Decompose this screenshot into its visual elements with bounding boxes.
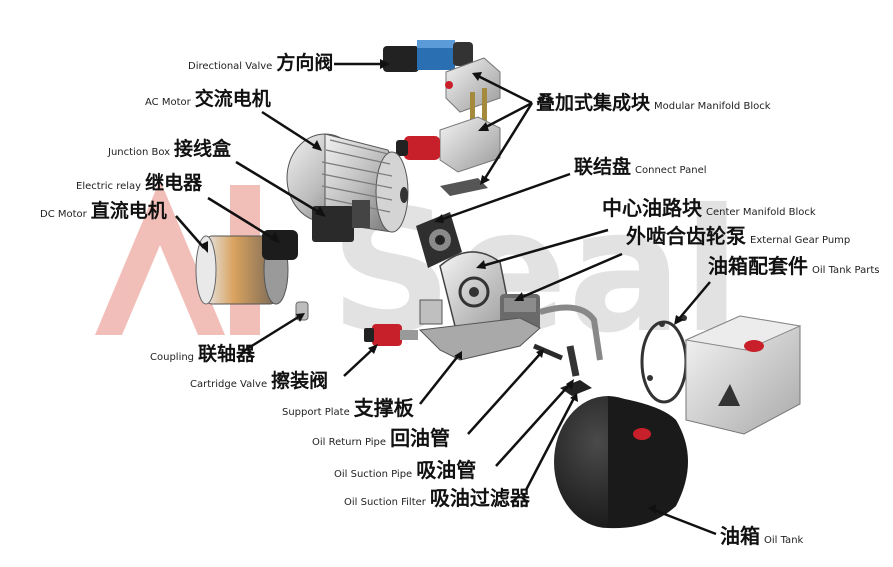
directional-valve-part bbox=[383, 40, 473, 72]
black-oil-tank-part bbox=[554, 396, 688, 529]
manifold-base-plate bbox=[440, 178, 488, 196]
ac-motor-part bbox=[286, 133, 409, 242]
arrow-heads bbox=[200, 59, 684, 514]
metal-oil-tank-part bbox=[684, 315, 802, 435]
cartridge-valve-part bbox=[364, 324, 418, 346]
oil-suction-pipe-part bbox=[566, 345, 580, 377]
support-plate-part bbox=[418, 317, 541, 361]
modular-manifold-block-upper bbox=[445, 57, 501, 130]
oil-return-pipe-part bbox=[533, 343, 563, 361]
connect-panel-part bbox=[416, 212, 462, 268]
oil-tank-parts-part bbox=[640, 315, 688, 404]
oil-suction-filter-part bbox=[560, 380, 592, 396]
center-manifold-block-part bbox=[419, 251, 511, 334]
leader-lines bbox=[175, 62, 717, 536]
dc-motor-part bbox=[195, 230, 298, 305]
